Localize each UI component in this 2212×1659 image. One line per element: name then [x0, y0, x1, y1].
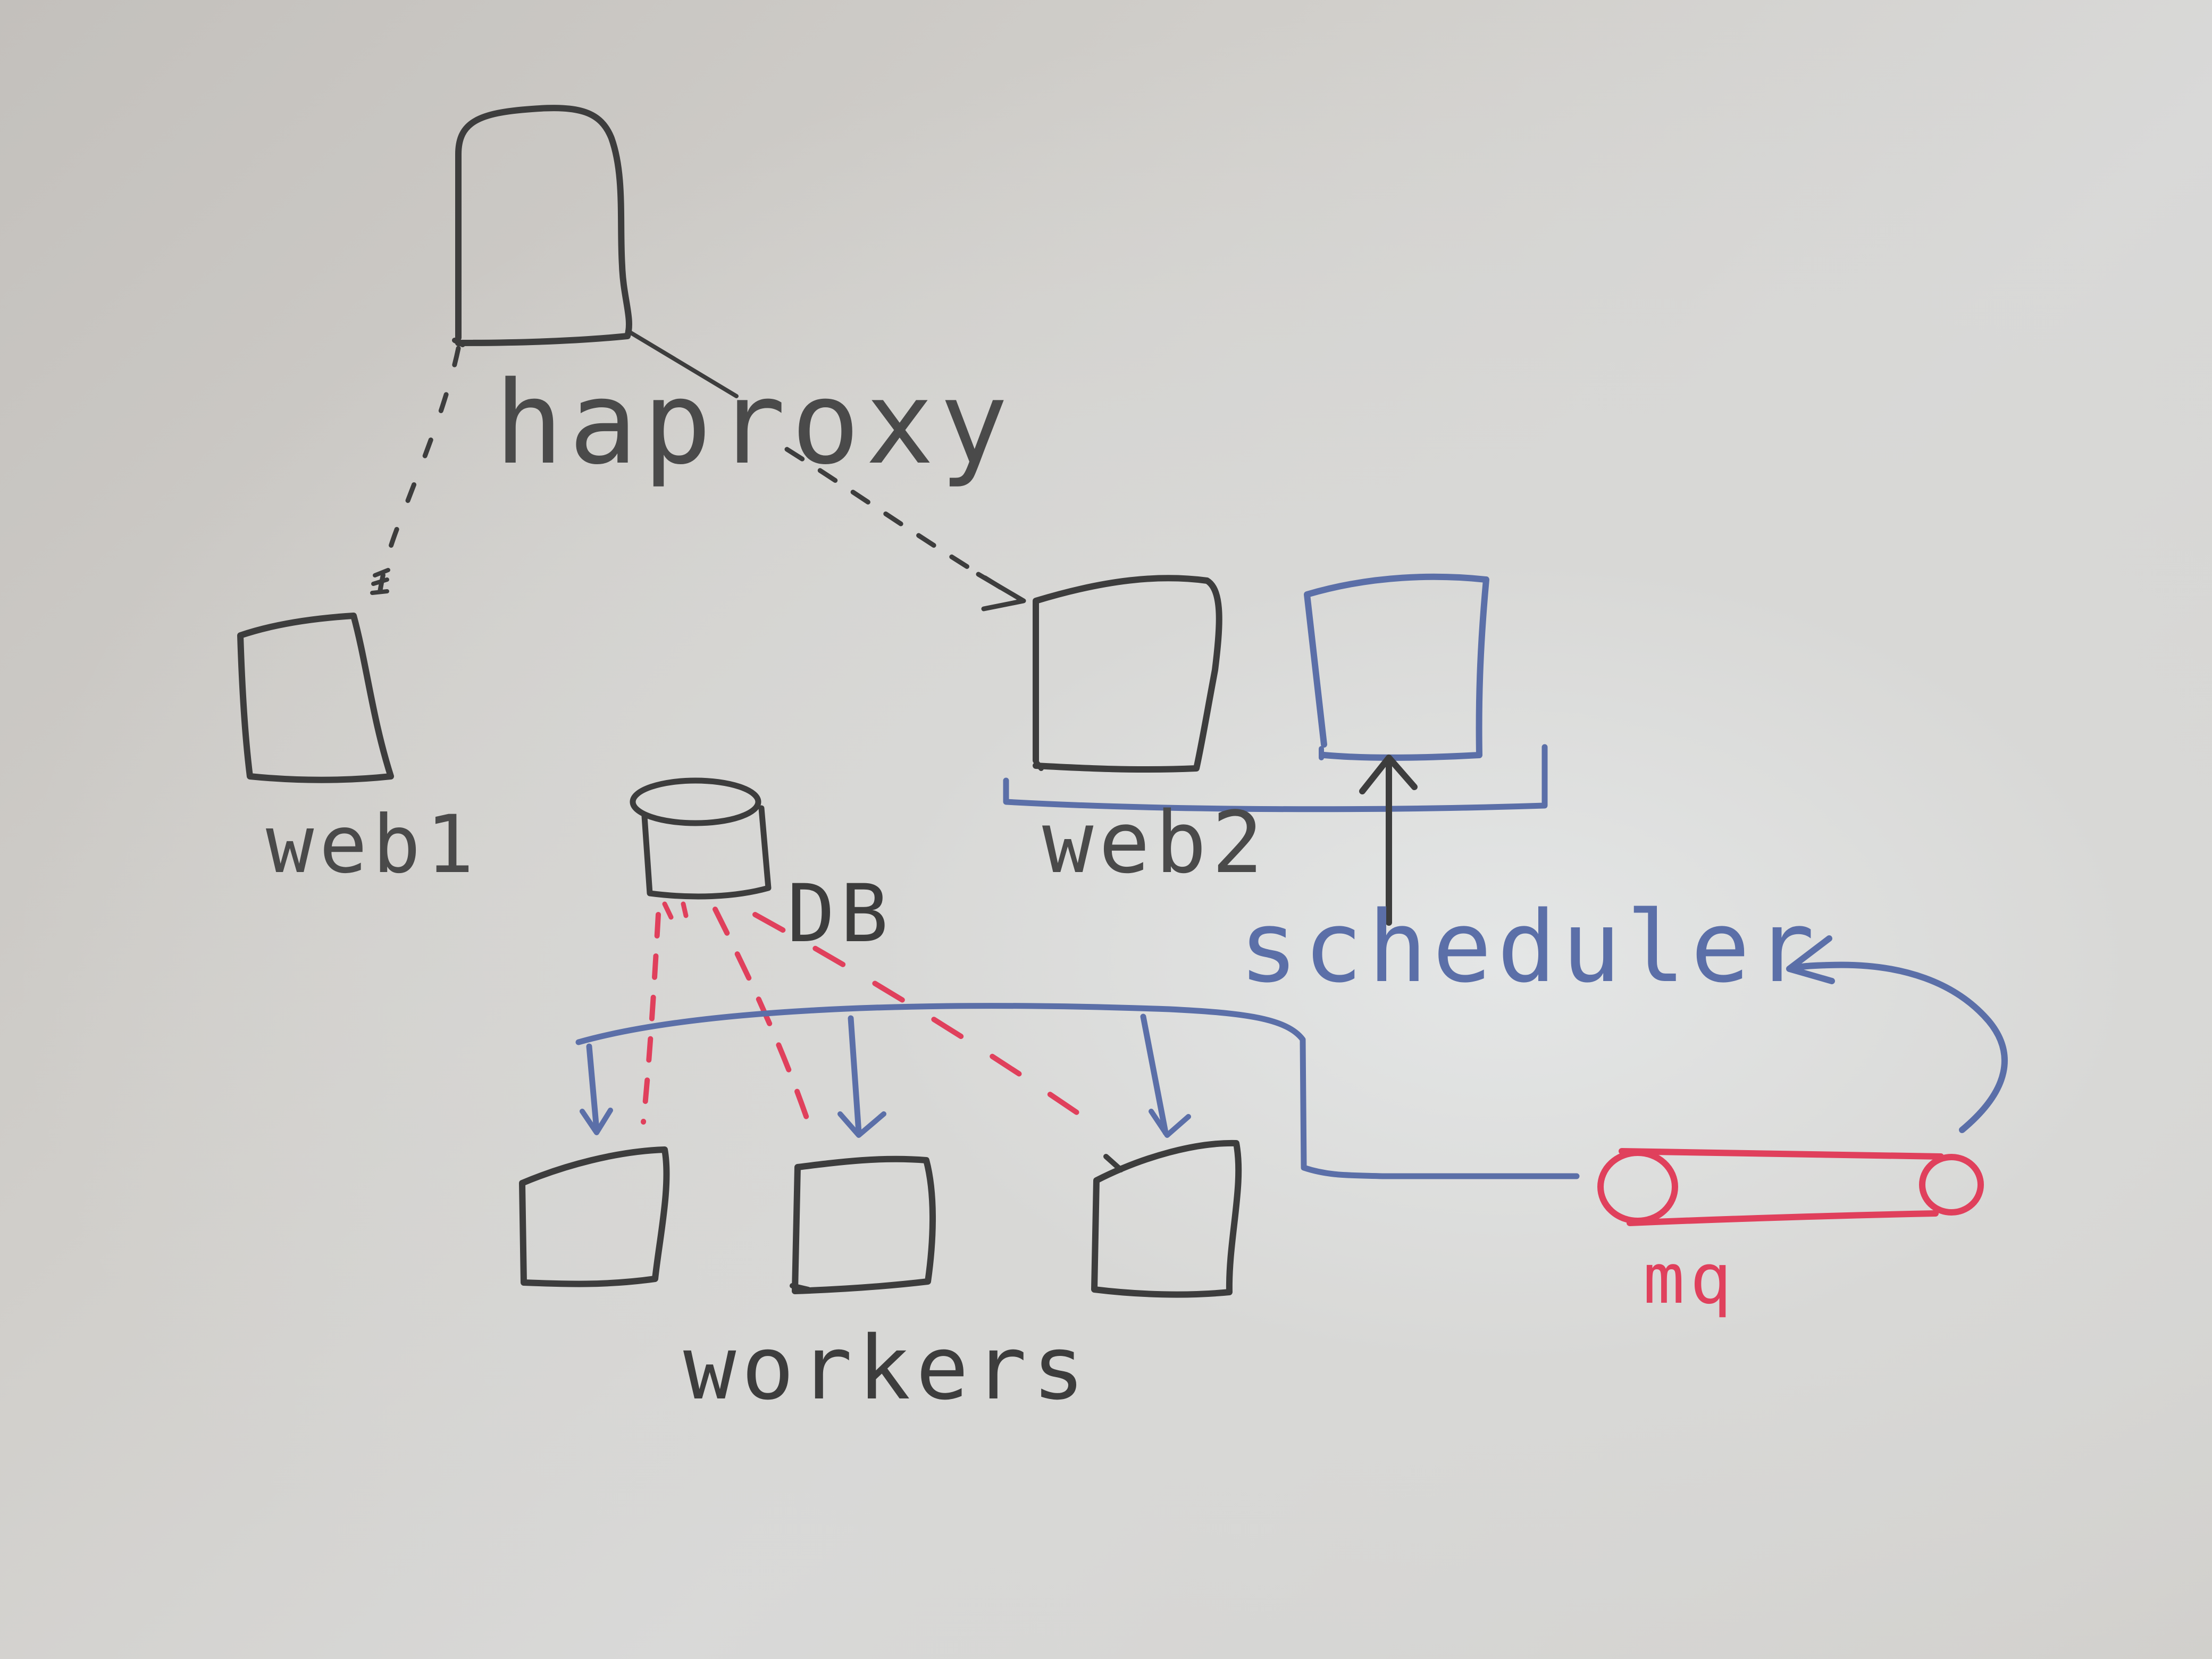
db-to-worker3-dashed: [752, 912, 1109, 1135]
mq-to-scheduler-curve: [1789, 961, 2008, 1133]
worker-box-2-base: [790, 1283, 811, 1292]
web2-box-blue: [1304, 573, 1489, 761]
worker-box-1: [519, 1146, 670, 1287]
web2-bracket: [1003, 744, 1548, 812]
worker-box-2: [792, 1155, 936, 1294]
web1-box: [237, 613, 394, 783]
db-top: [630, 777, 761, 826]
bus-to-worker2-arrowhead: [837, 1111, 886, 1138]
db-body: [641, 805, 772, 900]
db-to-worker1-dashed: [641, 912, 661, 1125]
mq-label: mq: [1643, 1238, 1737, 1319]
web2-box-black: [1033, 575, 1222, 773]
worker-box-3-tick: [1103, 1154, 1124, 1172]
worker-box-3: [1091, 1139, 1242, 1298]
haproxy-to-web2-dashed: [784, 447, 1024, 602]
bus-to-worker1-arrowhead: [580, 1108, 613, 1135]
mq-tube: [1619, 1148, 1944, 1226]
web2-label: web2: [1042, 793, 1268, 892]
db-label: DB: [787, 868, 894, 960]
haproxy-solid-link: [625, 329, 739, 398]
mq-tube-left-end: [1597, 1150, 1678, 1224]
bus-to-worker3-arrow: [1140, 1013, 1169, 1136]
web1-arrowhead: [370, 568, 390, 595]
bus-to-worker3-arrowhead: [1149, 1109, 1191, 1138]
workers-label: workers: [683, 1317, 1090, 1419]
bus-to-worker2-arrow: [848, 1015, 862, 1136]
mq-tube-right-end: [1919, 1154, 1984, 1216]
bus-to-worker1-arrow: [586, 1043, 600, 1133]
db-to-worker2-dashed: [713, 907, 816, 1141]
haproxy-to-web1-dashed: [378, 346, 461, 593]
web1-label: web1: [266, 799, 479, 891]
haproxy-box-edge: [452, 338, 465, 347]
haproxy-label: haproxy: [495, 356, 1013, 490]
haproxy-box: [455, 105, 632, 346]
web2-box-black-base: [1033, 759, 1044, 771]
scheduler-to-web2-arrowhead: [1359, 755, 1418, 794]
mq-to-scheduler-arrowhead: [1786, 935, 1835, 984]
web2-arrowhead: [976, 572, 1026, 611]
scheduler-label: scheduler: [1239, 890, 1820, 1004]
db-red-tick: [662, 901, 689, 920]
task-bus-line: [575, 1003, 1580, 1179]
